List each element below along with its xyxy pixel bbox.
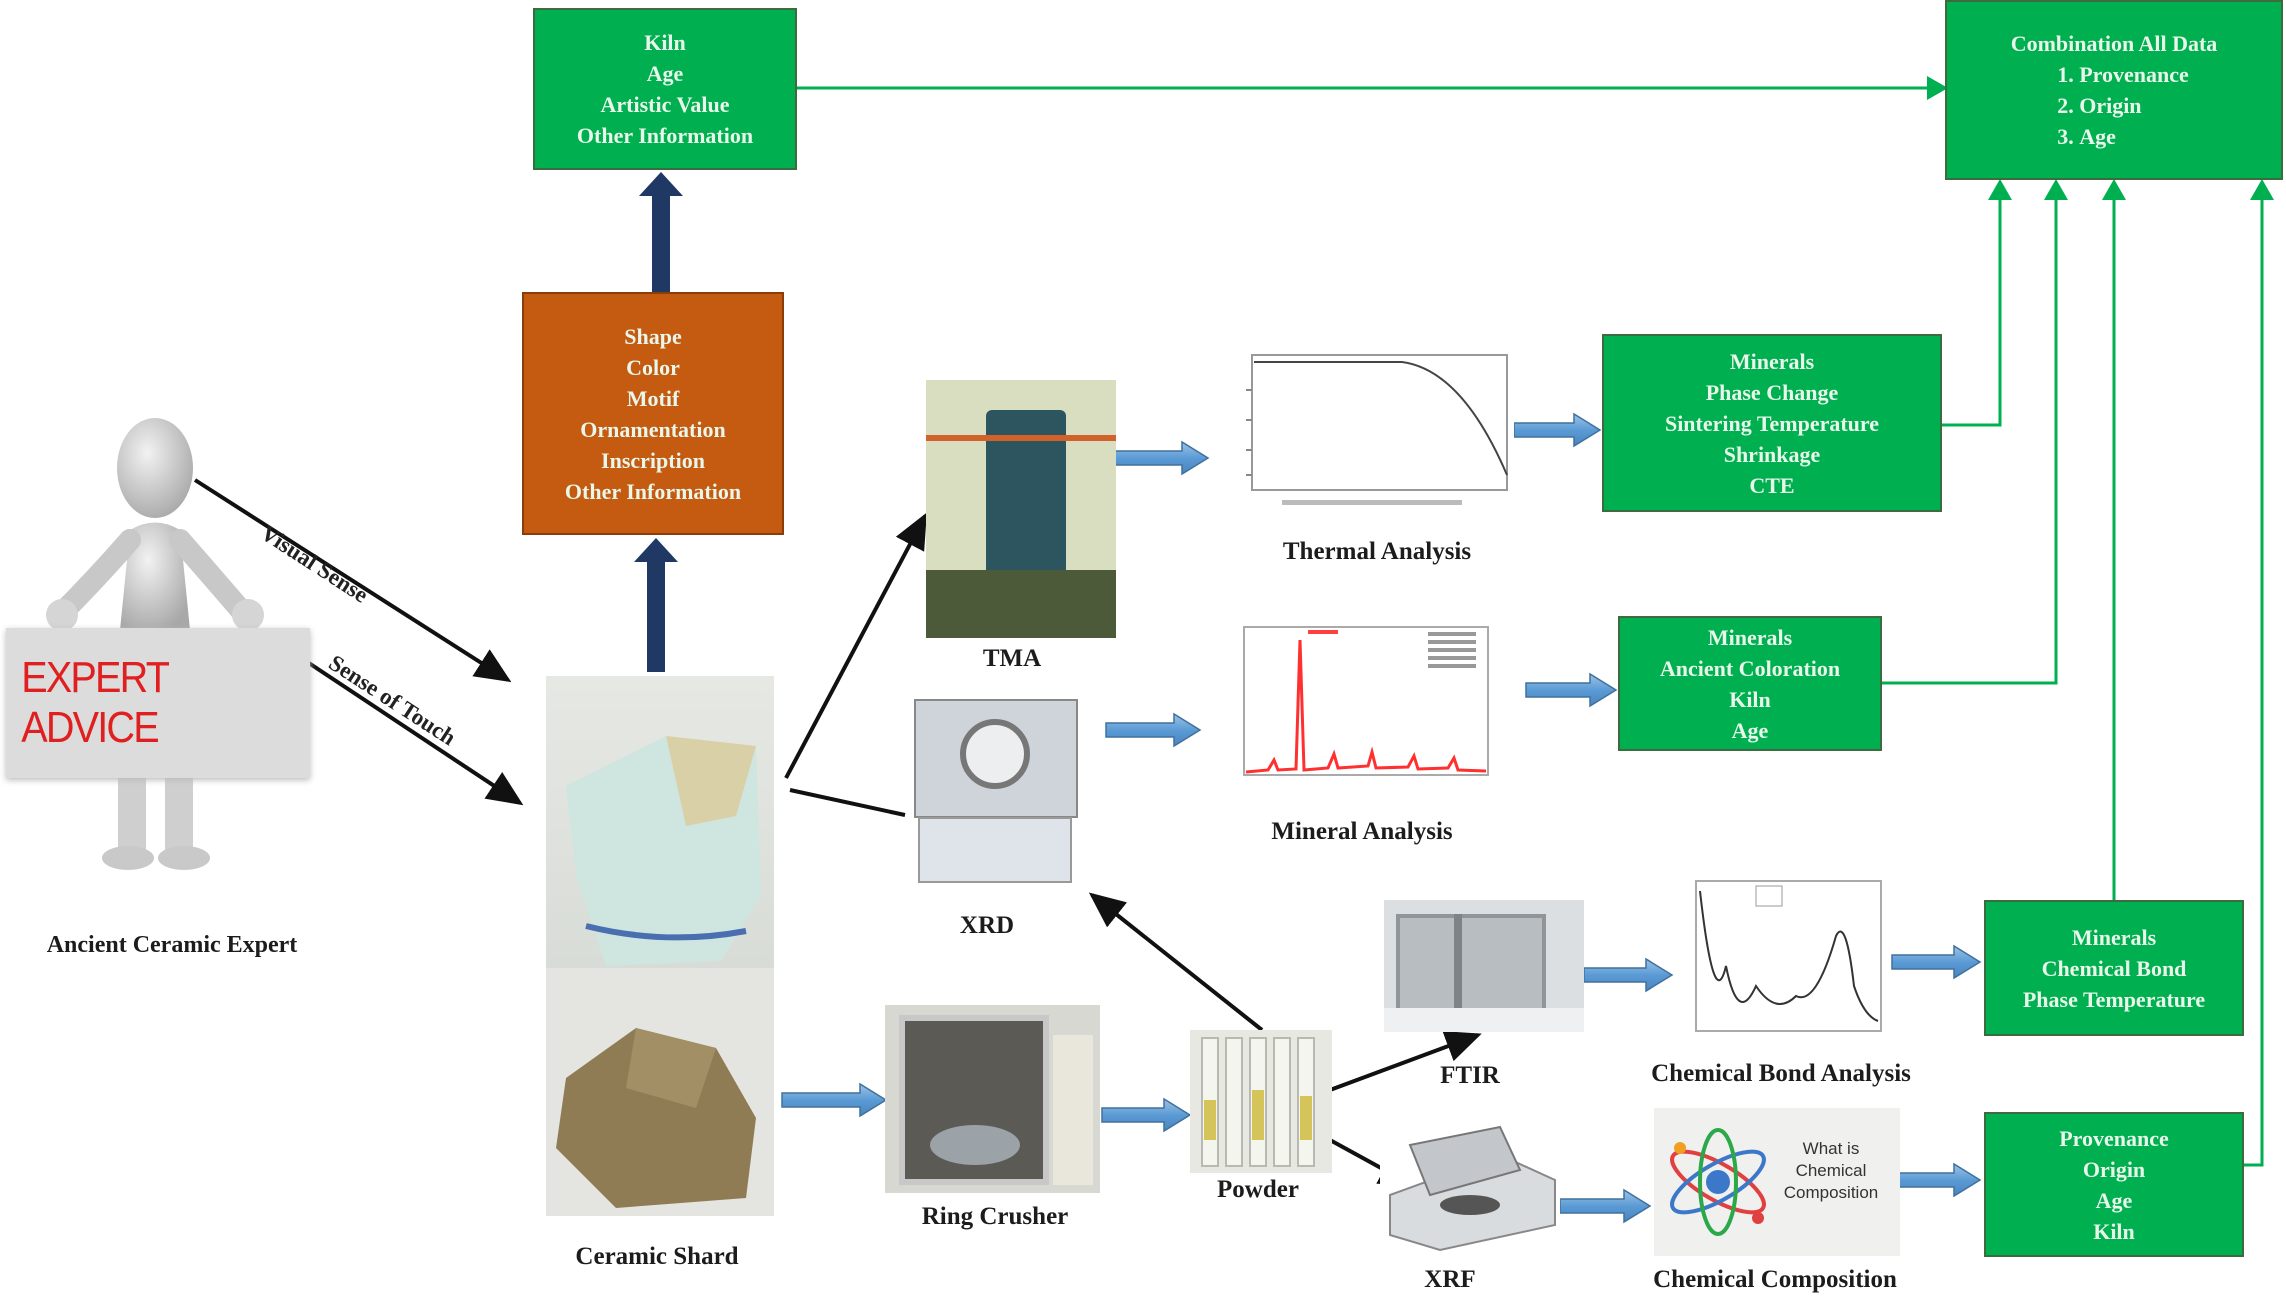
ceramic-shard-photo-porcelain [546, 676, 774, 968]
combination-item: Origin [2079, 90, 2189, 121]
ring-crusher-photo [885, 1005, 1100, 1193]
visual-features-box: Shape Color Motif Ornamentation Inscript… [522, 292, 784, 535]
shard-to-ring-crusher-block-arrow [781, 1082, 888, 1118]
bond-to-result-block-arrow [1891, 944, 1982, 980]
top-box-line: Age [646, 61, 684, 86]
xrf-to-composition-block-arrow [1559, 1188, 1652, 1224]
composition-to-result-block-arrow [1895, 1162, 1982, 1198]
powder-samples-photo [1190, 1030, 1332, 1173]
composition-result-box: Provenance Origin Age Kiln [1984, 1112, 2244, 1257]
combination-all-data-box: Combination All Data Provenance Origin A… [1945, 0, 2283, 180]
composition-result-line: Origin [2082, 1156, 2146, 1182]
shard-to-tma-arrow [784, 512, 927, 779]
shard-to-xrd-line [789, 788, 906, 817]
mineral-result-line: Ancient Coloration [1659, 655, 1841, 681]
powder-to-ftir-arrow [1329, 1031, 1482, 1092]
mineral-analysis-label: Mineral Analysis [1271, 818, 1453, 845]
mineral-result-line: Age [1731, 717, 1769, 743]
top-box-line: Artistic Value [600, 92, 730, 117]
ceramic-shard-caption: Ceramic Shard [575, 1243, 739, 1270]
mineral-to-result-block-arrow [1525, 672, 1618, 708]
composition-graphic-text: What is Chemical Composition [1783, 1139, 1879, 1202]
thermal-analysis-plot [1222, 350, 1514, 515]
tma-label: TMA [982, 645, 1042, 672]
chemical-composition-graphic: What is Chemical Composition [1654, 1108, 1900, 1256]
expert-caption: Ancient Ceramic Expert [46, 932, 298, 958]
bond-result-line: Chemical Bond [2041, 955, 2187, 981]
xrf-instrument-photo [1380, 1125, 1560, 1255]
visual-box-line: Other Information [564, 478, 742, 504]
ftir-to-bond-block-arrow [1583, 957, 1674, 993]
mineral-analysis-plot [1238, 622, 1494, 792]
thermal-result-to-combination-line [1942, 179, 2012, 427]
composition-result-to-combination-line [2244, 179, 2274, 1167]
powder-label: Powder [1217, 1176, 1299, 1203]
ftir-label: FTIR [1440, 1062, 1500, 1089]
visual-box-line: Shape [624, 323, 682, 349]
chemical-bond-plot [1686, 876, 1886, 1051]
mineral-result-line: Kiln [1729, 686, 1771, 712]
ring-crusher-label: Ring Crusher [921, 1203, 1069, 1230]
combination-item: Provenance [2079, 59, 2189, 90]
xrd-instrument-photo [910, 695, 1082, 885]
expert-advice-text: EXPERT ADVICE [21, 653, 169, 752]
composition-result-line: Kiln [2093, 1218, 2135, 1244]
composition-result-line: Provenance [2059, 1125, 2169, 1151]
atom-icon [1670, 1128, 1766, 1236]
navy-arrow-shard-to-visual [634, 538, 678, 672]
chemical-bond-analysis-label: Chemical Bond Analysis [1651, 1060, 1911, 1087]
visual-box-line: Ornamentation [580, 416, 726, 442]
bond-result-line: Phase Temperature [2022, 986, 2206, 1012]
powder-to-xrd-arrow [1088, 892, 1264, 1032]
xrf-label: XRF [1424, 1266, 1476, 1293]
xrd-to-mineral-block-arrow [1105, 712, 1202, 748]
visual-box-line: Inscription [601, 447, 705, 473]
visual-box-line: Motif [626, 385, 680, 411]
combination-list: Provenance Origin Age [2039, 59, 2189, 152]
combination-title: Combination All Data [2010, 31, 2218, 56]
bond-result-box: Minerals Chemical Bond Phase Temperature [1984, 900, 2244, 1036]
thermal-analysis-label: Thermal Analysis [1282, 538, 1472, 565]
top-box-line: Kiln [644, 30, 686, 55]
expert-figure: EXPERT ADVICE [0, 410, 320, 880]
xrd-label: XRD [959, 912, 1015, 939]
tma-to-thermal-block-arrow [1111, 440, 1210, 476]
visual-box-line: Color [626, 354, 680, 380]
visual-sense-arrow [193, 478, 512, 683]
ftir-instrument-photo [1384, 900, 1584, 1032]
thermal-result-box: Minerals Phase Change Sintering Temperat… [1602, 334, 1942, 512]
thermal-result-line: Shrinkage [1723, 441, 1821, 467]
bond-result-line: Minerals [2071, 924, 2157, 950]
navy-arrow-visual-to-top [639, 172, 683, 293]
mineral-result-to-combination-line [1882, 179, 2068, 685]
combination-item: Age [2079, 121, 2189, 152]
tma-instrument-photo [926, 380, 1116, 638]
chemical-composition-label: Chemical Composition [1653, 1266, 1897, 1293]
ceramic-shard-photo-earthenware [546, 968, 774, 1216]
composition-result-line: Age [2095, 1187, 2133, 1213]
thermal-to-result-block-arrow [1513, 412, 1602, 448]
thermal-result-line: Sintering Temperature [1664, 410, 1880, 436]
mineral-result-line: Minerals [1707, 624, 1793, 650]
mineral-result-box: Minerals Ancient Coloration Kiln Age [1618, 616, 1882, 751]
thermal-result-line: CTE [1749, 472, 1795, 498]
thermal-result-line: Phase Change [1705, 379, 1839, 405]
top-box-line: Other Information [576, 123, 754, 148]
thermal-result-line: Minerals [1729, 348, 1815, 374]
expert-advice-sign: EXPERT ADVICE [6, 628, 310, 778]
ring-crusher-to-powder-block-arrow [1101, 1097, 1192, 1133]
top-info-box: Kiln Age Artistic Value Other Informatio… [533, 8, 797, 170]
